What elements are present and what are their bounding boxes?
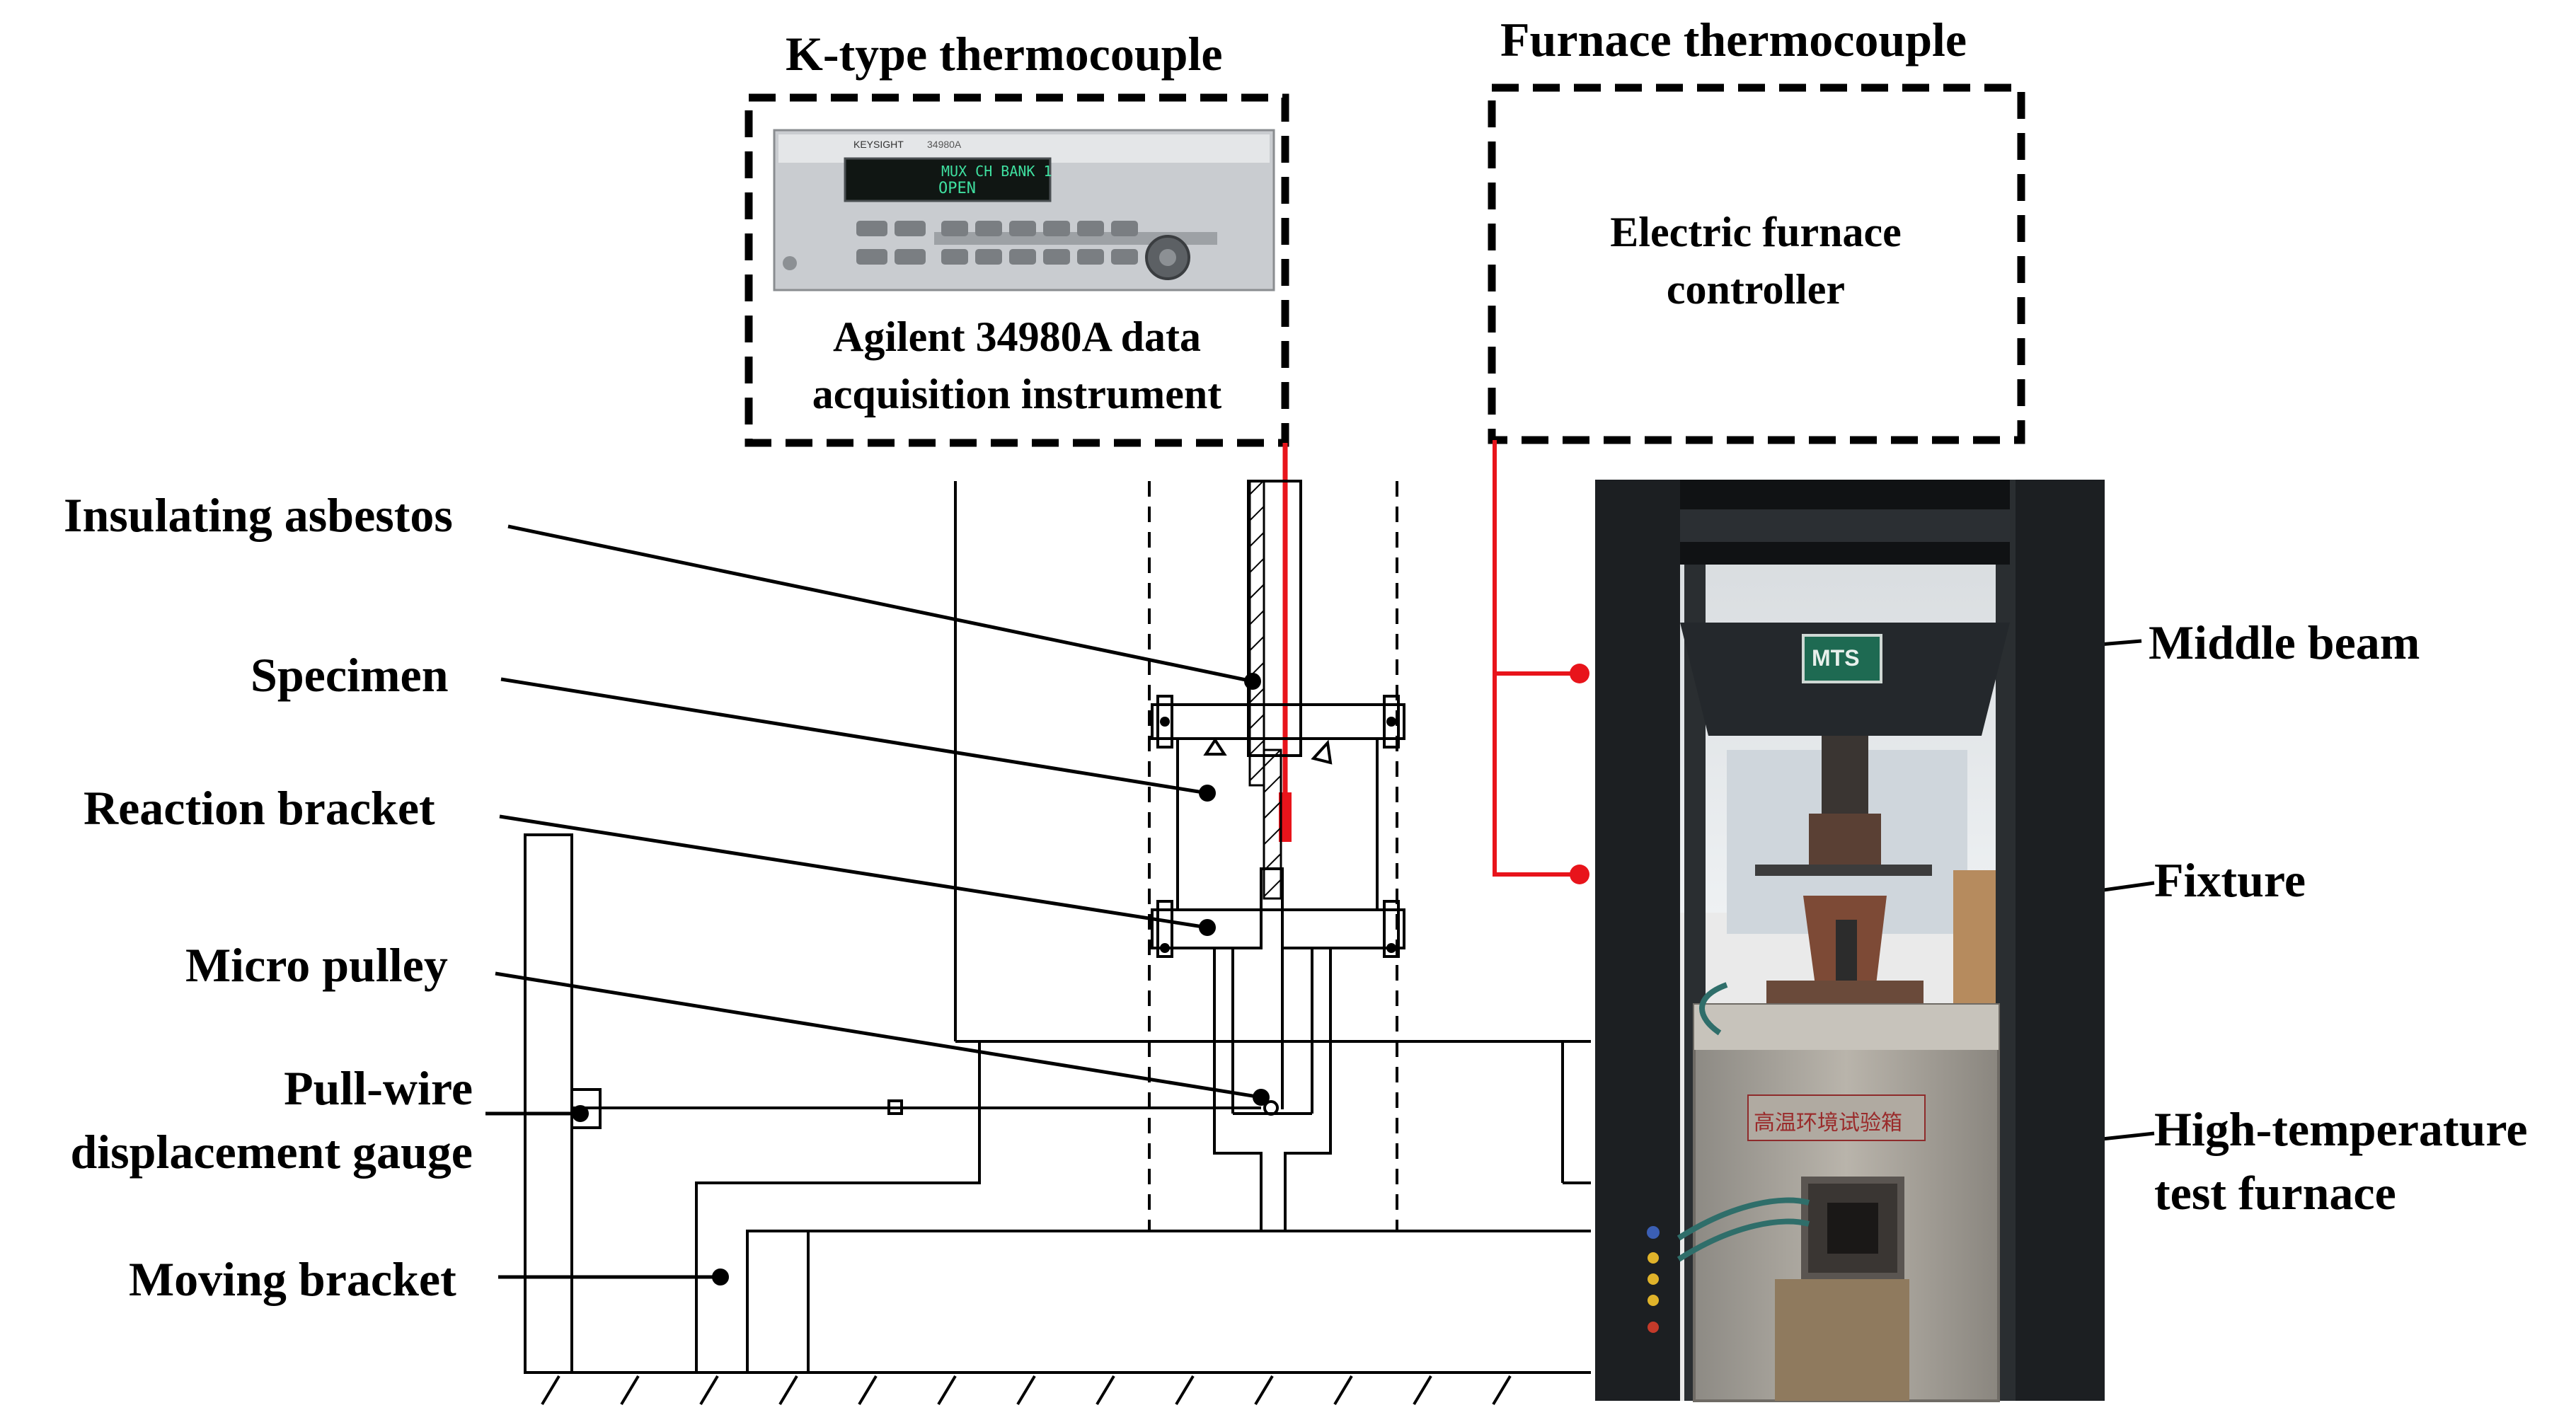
furnace-plate-text: 高温环境试验箱 [1754, 1111, 1902, 1135]
furnace-thermocouple-title: Furnace thermocouple [1500, 13, 1967, 67]
pull-wire-label-line1: Pull-wire [284, 1061, 473, 1115]
daq-brand: KEYSIGHT [853, 139, 904, 150]
daq-display-line1: MUX CH BANK 1 [941, 163, 1052, 180]
furnace-label-line2: test furnace [2154, 1166, 2396, 1220]
leader-lines [485, 524, 2155, 1279]
k-type-thermocouple-title: K-type thermocouple [786, 27, 1223, 81]
controller-dashed-box [1488, 83, 2025, 444]
furnace-label-line1: High-temperature [2154, 1102, 2528, 1156]
furnace-controller-label: Electric furnace controller [1610, 209, 1902, 313]
insulating-asbestos-strip [1248, 480, 1265, 787]
daq-model: 34980A [927, 139, 962, 150]
furnace-thermocouple-wire [1493, 440, 1589, 884]
schematic-lines [524, 480, 1591, 1406]
pull-wire-label-line2: displacement gauge [70, 1125, 473, 1179]
daq-display-line2: OPEN [938, 180, 976, 197]
reaction-bracket-label: Reaction bracket [84, 781, 435, 835]
micro-pulley-label: Micro pulley [185, 938, 448, 992]
moving-bracket-label: Moving bracket [129, 1252, 456, 1306]
middle-beam-label: Middle beam [2149, 616, 2420, 669]
insulating-asbestos-label: Insulating asbestos [64, 488, 453, 542]
mts-machine-photo [1595, 480, 2105, 1402]
mts-badge: MTS [1812, 645, 1860, 671]
fixture-label: Fixture [2154, 853, 2306, 907]
daq-dashed-box [744, 93, 1289, 447]
daq-instrument-label: Agilent 34980A data acquisition instrume… [812, 313, 1222, 417]
daq-instrument-image [773, 129, 1275, 291]
specimen-label: Specimen [251, 648, 449, 702]
